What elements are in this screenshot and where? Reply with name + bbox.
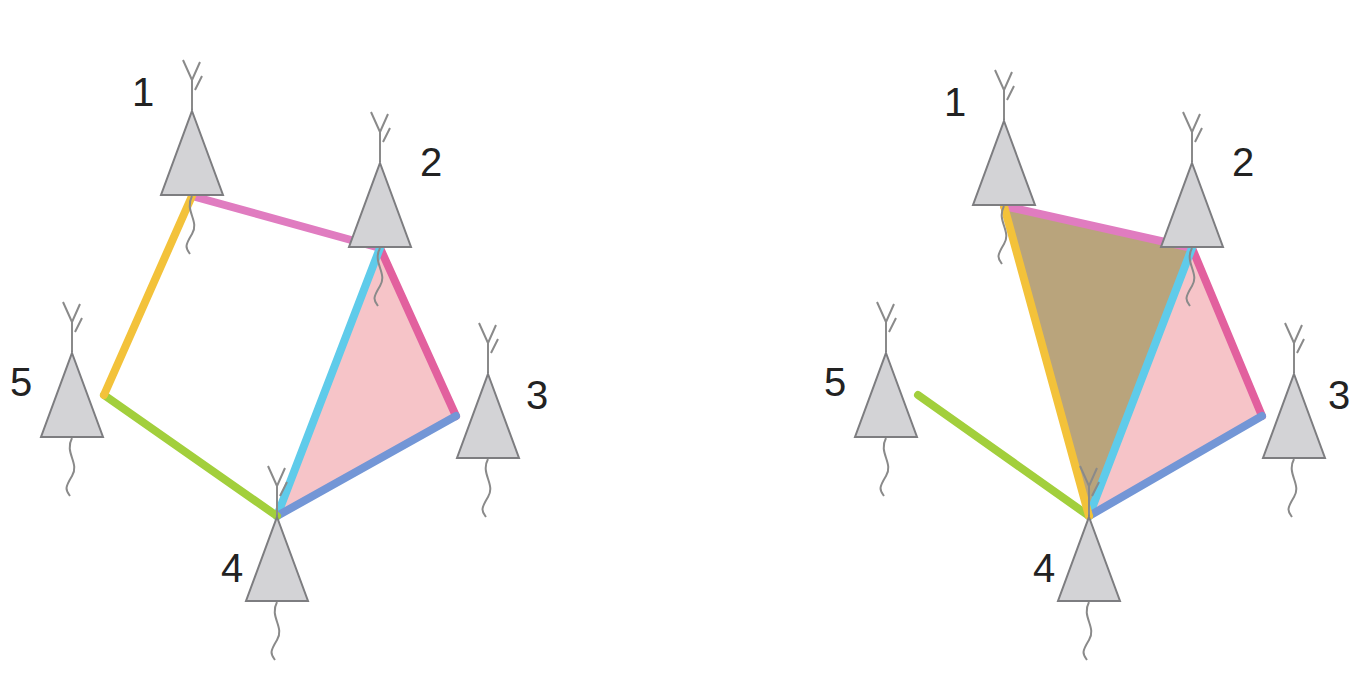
axon [67,438,75,496]
neuron-symbol [348,162,412,248]
neuron-number: 5 [10,360,32,404]
soma-triangle [457,374,519,458]
soma-triangle [973,121,1035,205]
dendrite [995,70,1014,120]
neuron: 4 [245,516,309,602]
dendrite [371,112,390,162]
neuron-symbol [1057,516,1121,602]
neuron-number: 5 [824,360,846,404]
connection-line [277,248,380,516]
connection-line [277,416,456,516]
neuron-symbol [854,352,918,438]
axon [881,438,889,496]
neuron: 2 [1160,162,1224,248]
axon [1289,459,1297,517]
neuron: 2 [348,162,412,248]
dendrite [268,466,287,516]
neuron-number: 4 [221,546,243,590]
neuron-number: 2 [1232,140,1254,184]
neuron-symbol [1160,162,1224,248]
neuron-symbol [40,352,104,438]
dendrite [877,302,896,352]
neuron-symbol [972,120,1036,206]
soma-triangle [161,111,223,195]
pink-simplex [1089,248,1262,516]
neuron-number: 1 [944,80,966,124]
neuron-symbol [456,373,520,459]
neuron-number: 4 [1033,546,1055,590]
connection-line [380,248,456,416]
soma-triangle [349,163,411,247]
pink-simplex [277,248,456,516]
neuron-number: 2 [420,140,442,184]
neuron: 1 [160,110,224,196]
neuron: 1 [972,120,1036,206]
neuron-symbol [245,516,309,602]
soma-triangle [1161,163,1223,247]
axon [272,602,280,660]
soma-triangle [246,517,308,601]
axon [999,206,1007,264]
connection-line [1192,248,1262,416]
neuron: 4 [1057,516,1121,602]
soma-triangle [855,353,917,437]
neuron: 3 [1262,373,1326,459]
neuron-symbol [160,110,224,196]
connection-line [104,196,192,395]
axon [187,196,195,254]
neuron: 3 [456,373,520,459]
connection-line [1004,206,1089,516]
axon [1187,248,1195,306]
neuron: 5 [854,352,918,438]
axon [1084,602,1092,660]
dendrite [183,60,202,110]
dendrite [479,323,498,373]
neuron-number: 3 [1328,373,1350,417]
dendrite [1183,112,1202,162]
dendrite [63,302,82,352]
connection-line [104,395,277,516]
dendrite [1285,323,1304,373]
soma-triangle [1263,374,1325,458]
axon [375,248,383,306]
neuron-number: 3 [526,373,548,417]
soma-triangle [41,353,103,437]
soma-triangle [1058,517,1120,601]
dendrite [1080,466,1099,516]
axon [483,459,491,517]
connection-line [1089,416,1262,516]
neuron-number: 1 [132,70,154,114]
neuron-symbol [1262,373,1326,459]
connection-line [1089,248,1192,516]
neuron: 5 [40,352,104,438]
